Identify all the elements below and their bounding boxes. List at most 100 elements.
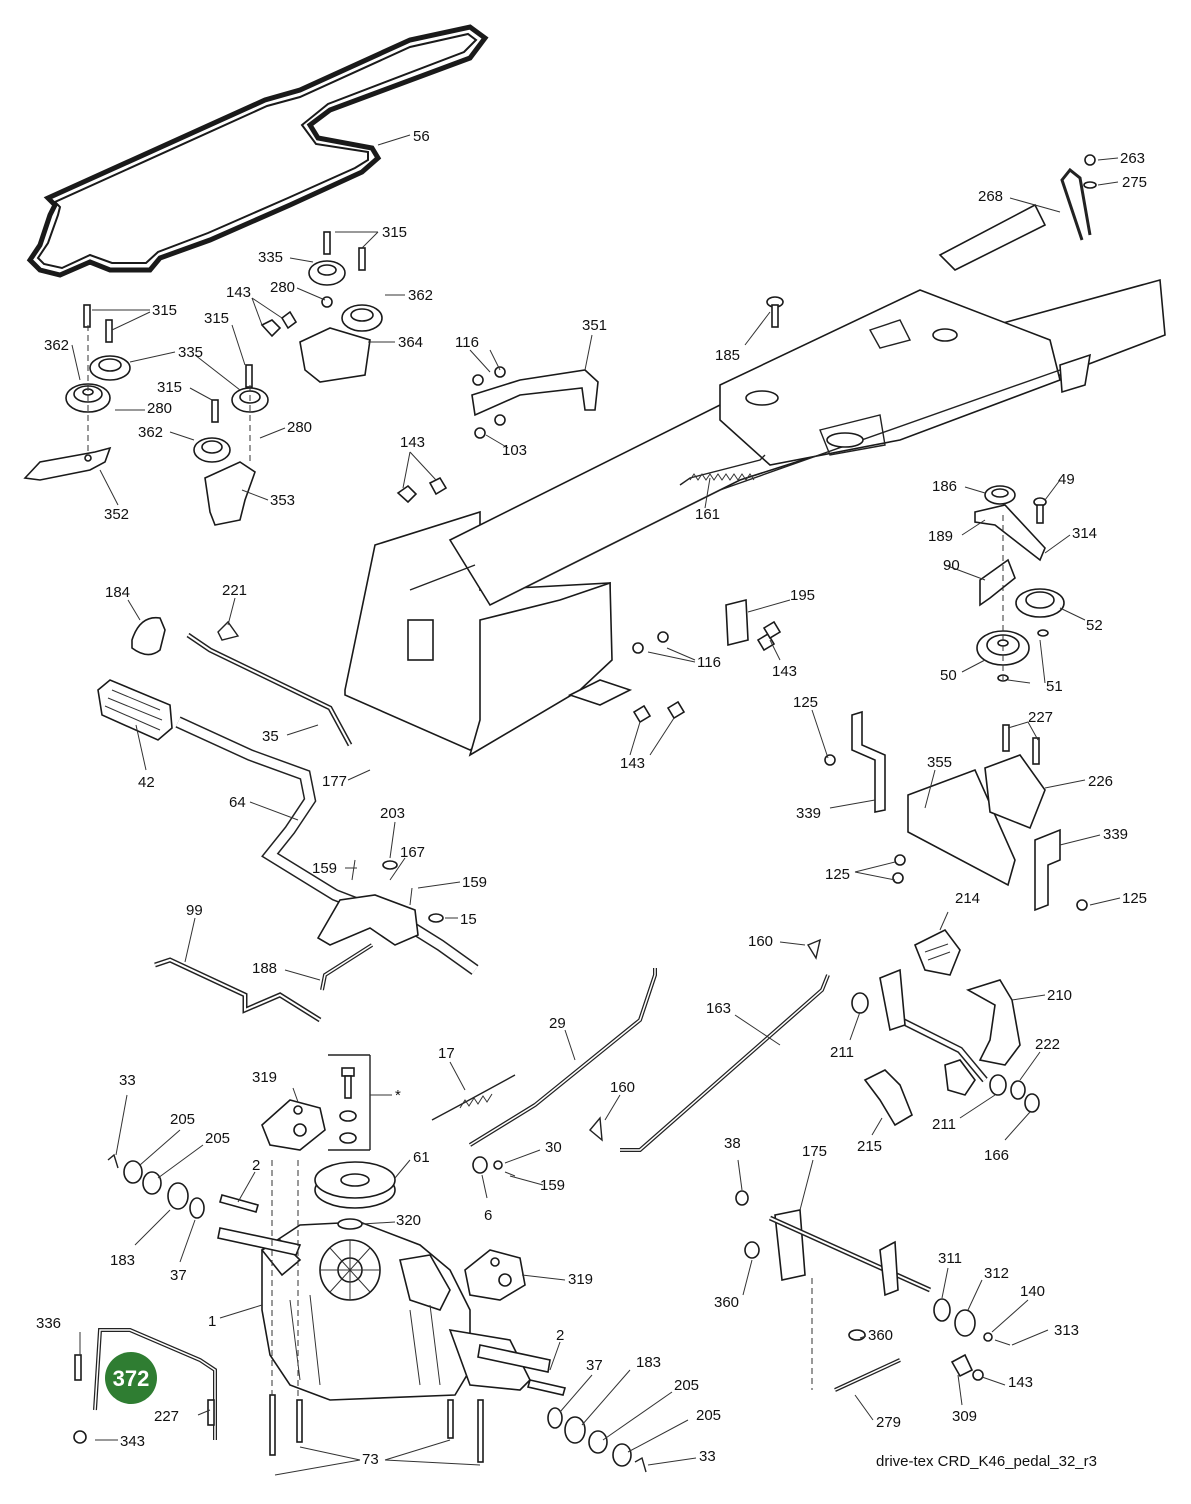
diagram-caption: drive-tex CRD_K46_pedal_32_r3	[876, 1453, 1097, 1470]
callout: 143	[620, 755, 645, 772]
callout: 167	[400, 844, 425, 861]
callout: 160	[748, 933, 773, 950]
idler-bracket-right	[260, 231, 383, 383]
callout: 205	[205, 1130, 230, 1147]
callout: 35	[262, 728, 279, 745]
callout: 226	[1088, 773, 1113, 790]
callout: 211	[830, 1044, 854, 1061]
callout: 64	[229, 794, 246, 811]
bracket-339-right	[892, 828, 1088, 912]
callout: 268	[978, 188, 1003, 205]
callout: 189	[928, 528, 953, 545]
callout: 280	[147, 400, 172, 417]
callout: 33	[119, 1072, 136, 1089]
callout: 351	[582, 317, 607, 334]
callout: 143	[226, 284, 251, 301]
callout: 280	[287, 419, 312, 436]
callout: 319	[568, 1271, 593, 1288]
callout: 116	[697, 654, 721, 671]
callout: 52	[1086, 617, 1103, 634]
callout: 227	[1028, 709, 1053, 726]
rod-372	[73, 1328, 217, 1444]
carriage-bolt-185	[766, 296, 784, 328]
idler-assembly-right	[974, 485, 1065, 682]
drive-belt	[26, 24, 489, 278]
pedal-pad-215	[863, 1069, 913, 1127]
callout: 339	[1103, 826, 1128, 843]
callout: 320	[396, 1212, 421, 1229]
callout: 355	[927, 754, 952, 771]
nuts-143	[396, 476, 782, 724]
callout-labels: 56 263 275 268 315 335 280 362 143 364 3…	[36, 128, 1147, 1468]
part-badge: 372	[105, 1352, 157, 1404]
callout: 335	[258, 249, 283, 266]
rod-268	[1060, 154, 1097, 241]
callout: 313	[1054, 1322, 1079, 1339]
rod-35	[186, 632, 353, 747]
callout: 315	[204, 310, 229, 327]
callout: 352	[104, 506, 129, 523]
callout: 210	[1047, 987, 1072, 1004]
callout: 319	[252, 1069, 277, 1086]
callout: 125	[1122, 890, 1147, 907]
callout: 314	[1072, 525, 1097, 542]
callout: 163	[706, 1000, 731, 1017]
bracket-319-top	[261, 1099, 326, 1151]
badge-text: 372	[113, 1366, 150, 1391]
callout: 17	[438, 1045, 455, 1062]
callout: 49	[1058, 471, 1075, 488]
bolts-73	[269, 1160, 484, 1463]
pedal-210	[898, 979, 1021, 1096]
bracket-355	[907, 768, 1016, 887]
bracket-167	[316, 859, 444, 946]
callout: 205	[674, 1377, 699, 1394]
callout: 51	[1046, 678, 1063, 695]
inset-marker: *	[395, 1087, 401, 1104]
washer-30	[472, 1156, 516, 1177]
axle-hardware-right	[526, 1379, 647, 1473]
callout: 125	[825, 866, 850, 883]
callout: 280	[270, 279, 295, 296]
knob-184	[131, 616, 166, 656]
callout: 183	[110, 1252, 135, 1269]
callout: 362	[138, 424, 163, 441]
leader-lines	[71, 134, 1121, 1476]
callout: 37	[170, 1267, 187, 1284]
callout: 195	[790, 587, 815, 604]
clip-160-left	[589, 1116, 603, 1142]
callout: 2	[556, 1327, 564, 1344]
callout: 205	[696, 1407, 721, 1424]
callout: 56	[413, 128, 430, 145]
idler-bracket-middle	[193, 364, 269, 526]
callout: 279	[876, 1414, 901, 1431]
callout: 335	[178, 344, 203, 361]
clip-160-right	[806, 938, 821, 960]
callout: 211	[932, 1116, 956, 1133]
callout: 30	[545, 1139, 562, 1156]
bracket-319-right	[464, 1249, 526, 1301]
callout: 360	[714, 1294, 739, 1311]
callout: 1	[208, 1313, 216, 1330]
callout: 205	[170, 1111, 195, 1128]
callout: 125	[793, 694, 818, 711]
callout: 315	[382, 224, 407, 241]
pulley-61	[314, 1161, 396, 1230]
callout: 339	[796, 805, 821, 822]
grip-42	[97, 679, 173, 741]
spring-17	[431, 1074, 516, 1121]
callout: 90	[943, 557, 960, 574]
callout: 186	[932, 478, 957, 495]
callout: 143	[772, 663, 797, 680]
pedal-arm-163	[620, 968, 906, 1152]
callout: 42	[138, 774, 155, 791]
bracket-351	[471, 366, 599, 439]
callout: 159	[540, 1177, 565, 1194]
callout: 33	[699, 1448, 716, 1465]
main-frame	[344, 203, 1166, 757]
inset-hardware	[328, 1054, 371, 1151]
bushing-211	[851, 992, 1007, 1096]
callout: 61	[413, 1149, 430, 1166]
callout: 263	[1120, 150, 1145, 167]
callout: 177	[322, 773, 347, 790]
